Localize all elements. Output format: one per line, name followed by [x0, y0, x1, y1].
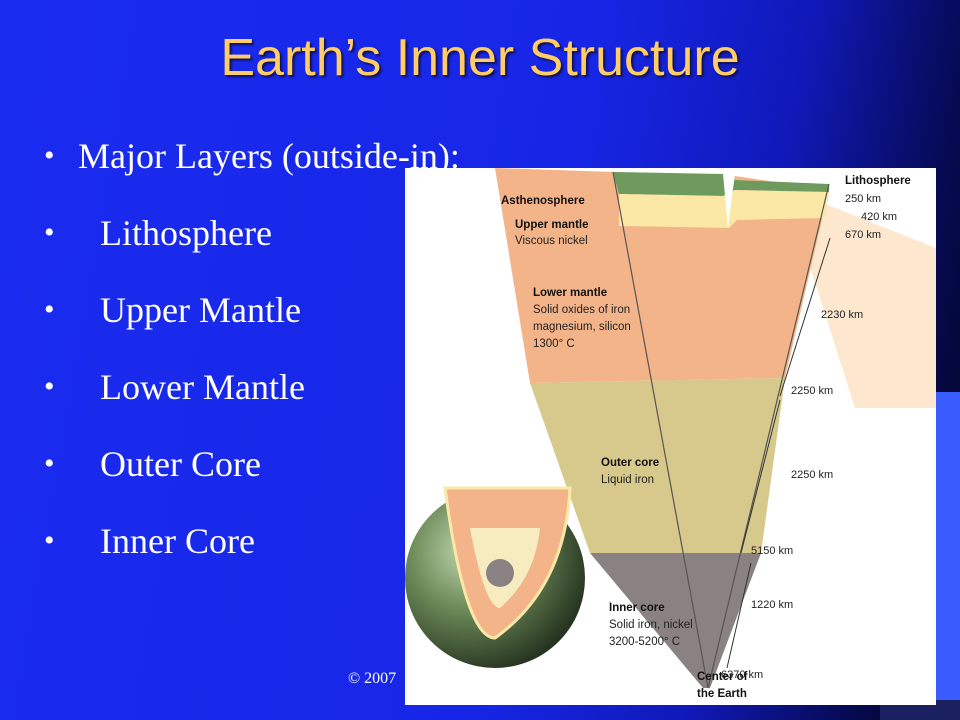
label-inner-core-desc-2: 3200-5200° C — [609, 636, 680, 648]
label-asthenosphere: Asthenosphere — [501, 195, 585, 207]
bullet-dot-icon: • — [44, 370, 55, 403]
label-inner-core-title: Inner core — [609, 602, 665, 614]
bullet-dot-icon: • — [44, 447, 55, 480]
arrow-outer-core — [740, 399, 781, 554]
depth-250: 250 km — [845, 193, 881, 205]
wedge-shadow — [785, 188, 936, 408]
bullet-text: Lithosphere — [100, 213, 272, 253]
bullet-dot-icon: • — [44, 139, 55, 172]
bullet-dot-icon: • — [44, 524, 55, 557]
depth-670: 670 km — [845, 229, 881, 241]
thickness-2250: 2250 km — [791, 469, 833, 481]
thickness-1220: 1220 km — [751, 599, 793, 611]
label-center-1: Center of — [697, 671, 748, 683]
label-upper-mantle-desc: Viscous nickel — [515, 235, 588, 247]
depth-420: 420 km — [861, 211, 897, 223]
accent-bar-dark — [880, 700, 960, 720]
depth-6370: 6370 km — [721, 669, 763, 681]
bullet-dot-icon: • — [44, 293, 55, 326]
lower-mantle-area — [495, 168, 829, 383]
bullet-dot-icon: • — [44, 216, 55, 249]
depth-5150: 5150 km — [751, 545, 793, 557]
globe-inner-core — [486, 559, 514, 587]
crust-strip — [613, 172, 829, 196]
inner-core-area — [590, 553, 761, 688]
bullet-text: Major Layers (outside-in): — [78, 136, 460, 176]
thickness-2230: 2230 km — [821, 309, 863, 321]
bullet-text: Lower Mantle — [100, 367, 305, 407]
depth-2250: 2250 km — [791, 385, 833, 397]
label-upper-mantle-title: Upper mantle — [515, 219, 589, 231]
bullet-text: Inner Core — [100, 521, 255, 561]
arrow-inner-core — [726, 562, 752, 669]
label-center-2: the Earth — [697, 688, 747, 700]
earth-structure-diagram: Asthenosphere Upper mantle Viscous nicke… — [405, 168, 936, 705]
earth-structure-svg: Asthenosphere Upper mantle Viscous nicke… — [405, 168, 936, 700]
label-lower-mantle-desc-3: 1300° C — [533, 338, 575, 350]
copyright-text: © 2007 — [348, 670, 397, 687]
outer-core-area — [530, 378, 785, 553]
slide-title: Earth’s Inner Structure — [220, 29, 740, 87]
wedge-notch — [723, 174, 735, 228]
label-inner-core-desc-1: Solid iron, nickel — [609, 619, 693, 631]
label-lithosphere: Lithosphere — [845, 175, 911, 187]
label-outer-core-desc: Liquid iron — [601, 474, 654, 486]
wedge-outline — [612, 171, 830, 689]
label-outer-core-title: Outer core — [601, 457, 659, 469]
bullet-text: Upper Mantle — [100, 290, 301, 330]
label-lower-mantle-desc-2: magnesium, silicon — [533, 321, 631, 333]
bullet-text: Outer Core — [100, 444, 261, 484]
label-lower-mantle-title: Lower mantle — [533, 287, 607, 299]
arrow-lower-mantle — [779, 237, 831, 397]
upper-mantle-strip — [619, 190, 829, 228]
label-lower-mantle-desc-1: Solid oxides of iron — [533, 304, 630, 316]
